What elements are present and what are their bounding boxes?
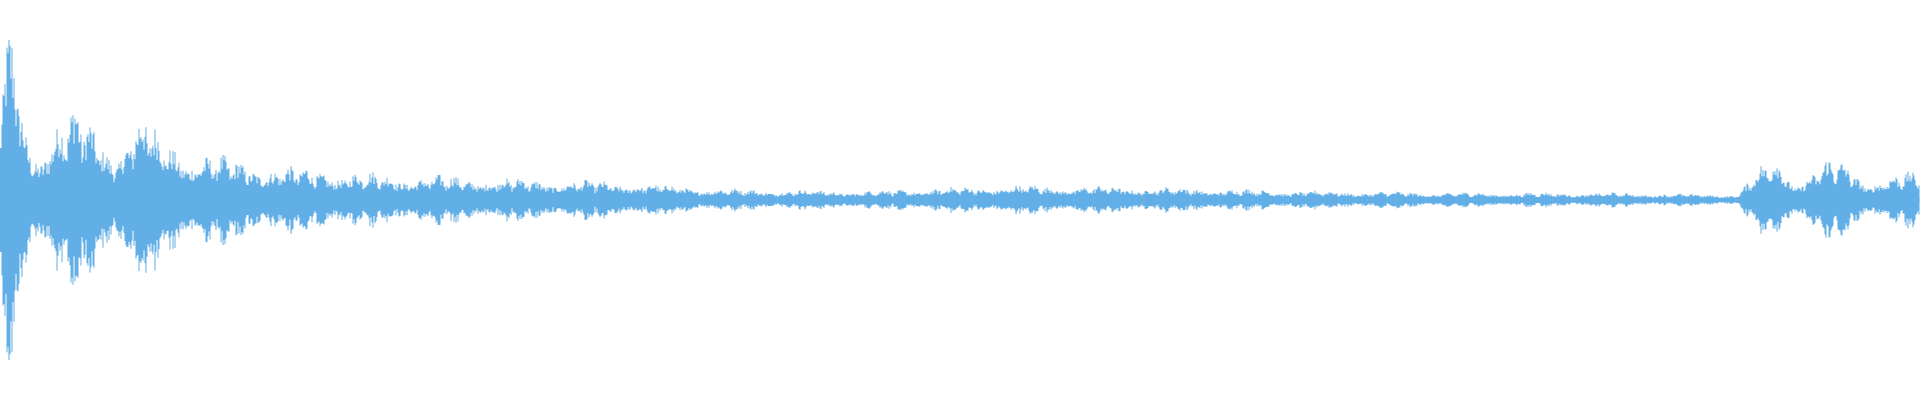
audio-waveform [0, 39, 1920, 361]
waveform-svg [0, 39, 1920, 361]
